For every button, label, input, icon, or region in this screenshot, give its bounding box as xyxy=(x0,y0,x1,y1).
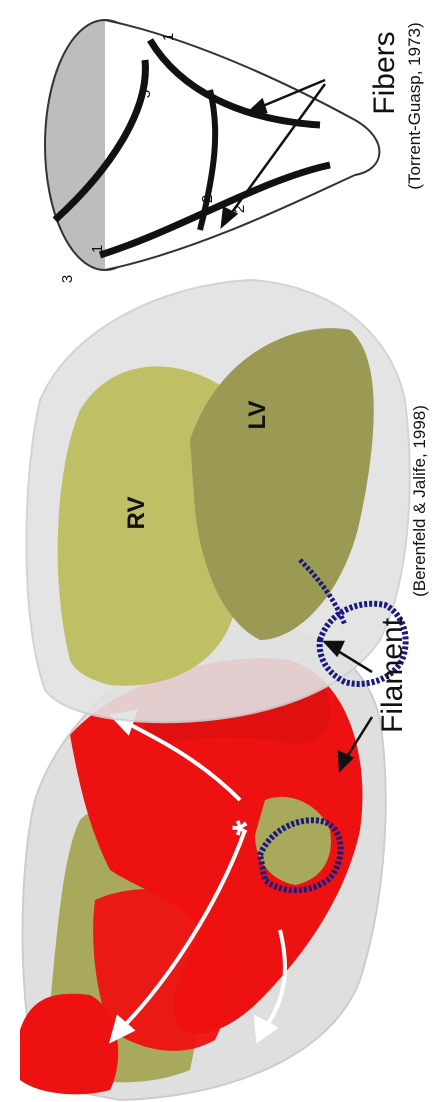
cone-outline xyxy=(105,20,379,270)
right-citation: (Torrent-Guasp, 1973) xyxy=(404,6,426,206)
fiber-number: 2 xyxy=(199,191,217,207)
fiber-number: 3 xyxy=(59,271,77,287)
fiber-number: 2 xyxy=(231,201,249,217)
wave-origin-marker: * xyxy=(227,813,267,843)
right-fiber-panel xyxy=(45,20,379,270)
lv-label: LV xyxy=(243,390,273,440)
fibers-label: Fibers xyxy=(367,28,403,118)
middle-citation: (Berenfeld & Jalife, 1998) xyxy=(409,391,431,611)
filament-label: Filament xyxy=(375,623,411,733)
fiber-number: 1 xyxy=(160,29,178,45)
middle-heart-panel xyxy=(26,280,409,722)
rv-label: RV xyxy=(122,488,152,538)
fiber-number: 1 xyxy=(89,241,107,257)
left-red-cap xyxy=(20,994,118,1095)
fiber-number: 3 xyxy=(137,86,155,102)
